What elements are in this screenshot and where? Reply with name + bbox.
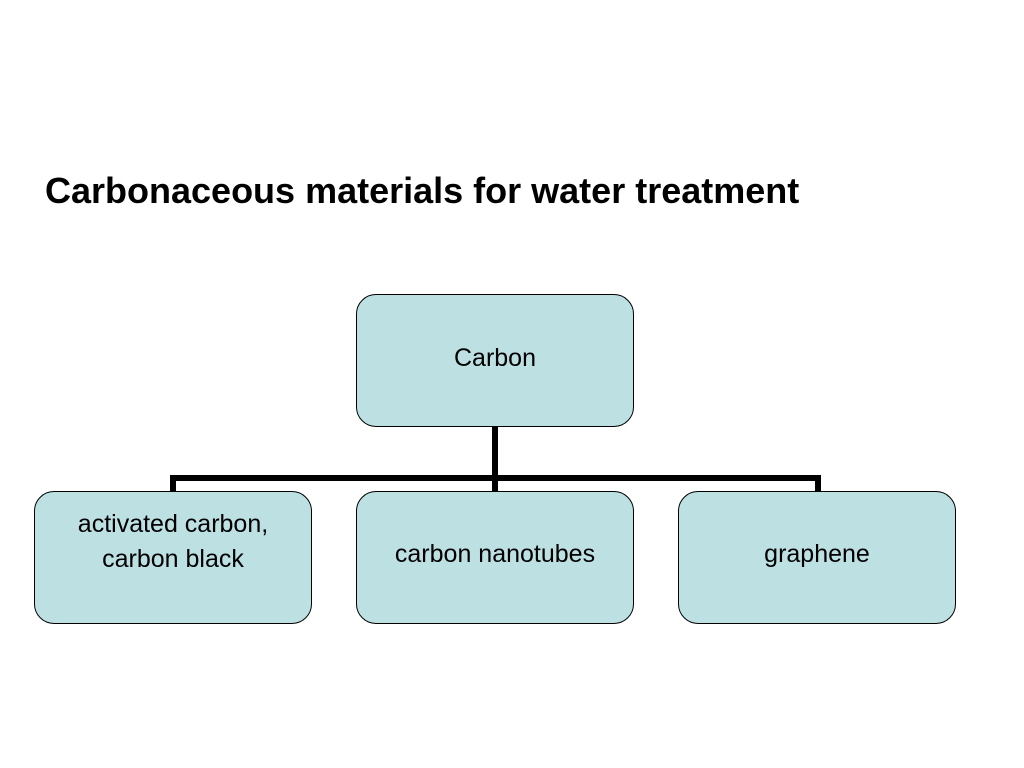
node-activated-carbon: activated carbon, carbon black	[34, 491, 312, 624]
node-carbon: Carbon	[356, 294, 634, 427]
node-graphene-label: graphene	[764, 540, 870, 569]
node-carbon-label: Carbon	[454, 344, 536, 373]
slide-title: Carbonaceous materials for water treatme…	[45, 170, 800, 211]
node-carbon-nanotubes-label: carbon nanotubes	[394, 540, 596, 569]
node-activated-carbon-label: activated carbon, carbon black	[77, 510, 269, 573]
node-graphene: graphene	[678, 491, 956, 624]
node-carbon-nanotubes: carbon nanotubes	[356, 491, 634, 624]
